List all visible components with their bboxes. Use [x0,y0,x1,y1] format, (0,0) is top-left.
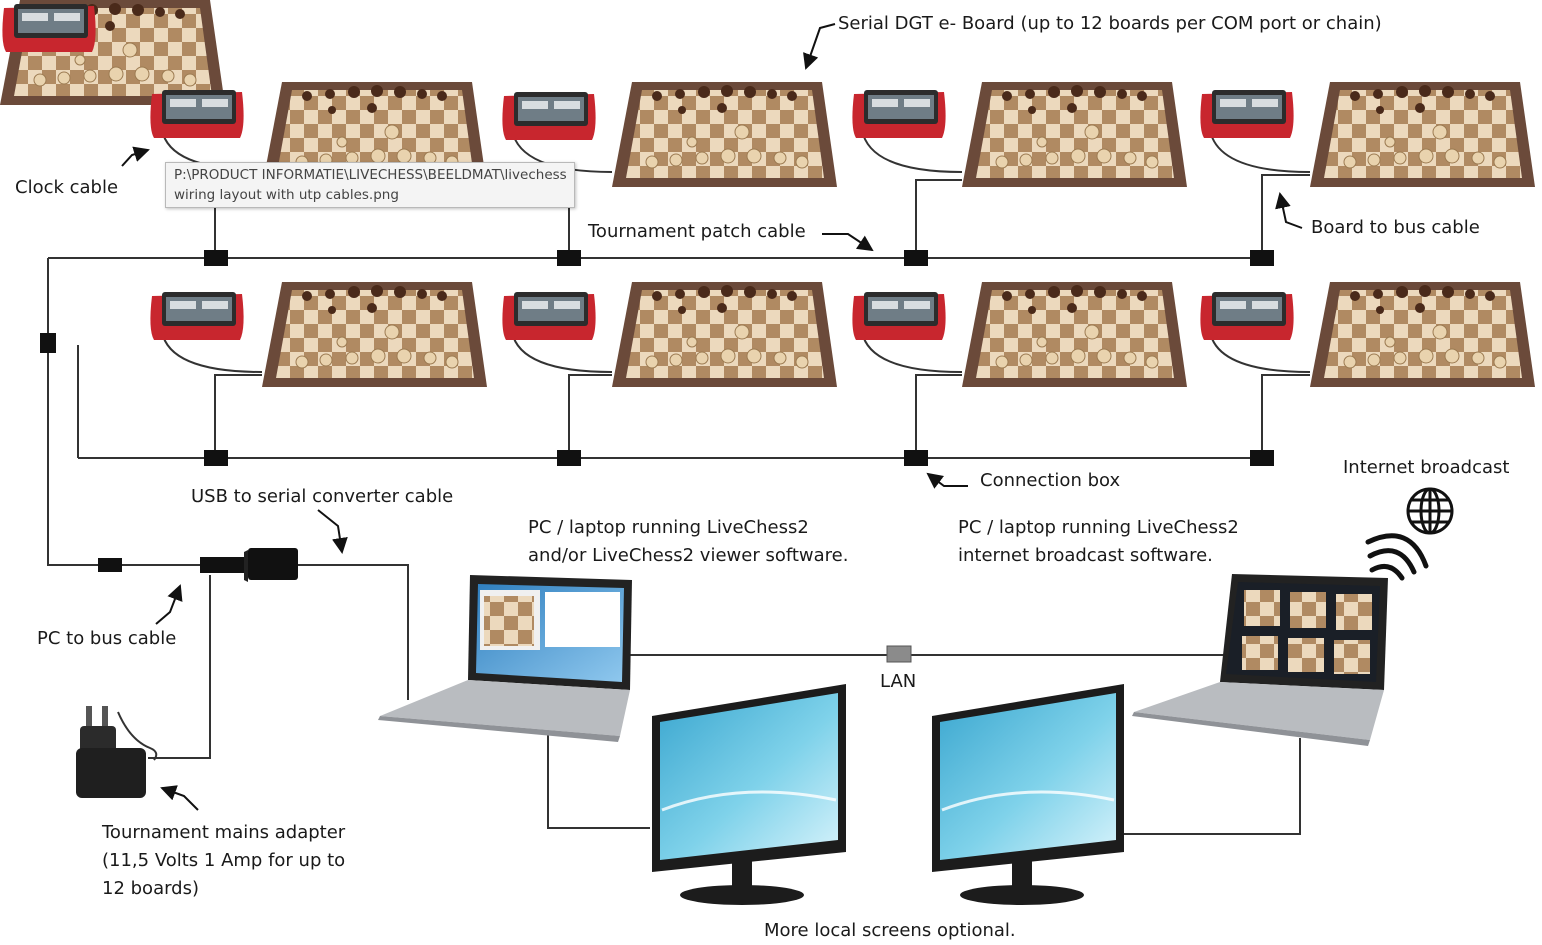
chess-clock-icon [2,4,96,52]
pc-to-bus-path [47,258,200,566]
label-usb-serial-cable: USB to serial converter cable [191,486,454,507]
file-path-tooltip: P:\PRODUCT INFORMATIE\LIVECHESS\BEELDMAT… [165,162,575,208]
label-adapter-line2: (11,5 Volts 1 Amp for up to [102,850,346,871]
adapter-cable [148,575,211,759]
globe-icon [1406,487,1454,535]
label-pc-broadcast-line2: internet broadcast software. [958,545,1213,566]
connection-box-icon [40,333,56,353]
annotation-arrows [121,23,1303,811]
connection-box-icon [204,250,228,266]
label-internet-broadcast: Internet broadcast [1343,457,1510,478]
laptop-icon [378,575,632,742]
label-pc-to-bus-cable: PC to bus cable [37,628,177,649]
monitor-icon [652,684,846,905]
label-lan: LAN [880,671,917,692]
lan-coupler-icon [886,645,912,663]
power-adapter-icon [76,706,158,798]
label-adapter-line3: 12 boards) [102,878,200,899]
connection-box-icon [1250,450,1274,466]
label-pc-viewer-line2: and/or LiveChess2 viewer software. [528,545,849,566]
connection-boxes [40,250,1274,572]
connection-box-icon [557,450,581,466]
label-adapter-line1: Tournament mains adapter [102,822,346,843]
lower-bus-cable [78,374,1310,459]
label-pc-broadcast-line1: PC / laptop running LiveChess2 [958,517,1239,538]
label-pc-viewer-line1: PC / laptop running LiveChess2 [528,517,809,538]
usb-serial-converter-icon [200,548,298,582]
connection-box-icon [557,250,581,266]
connection-box-icon [1250,250,1274,266]
label-board-to-bus-cable: Board to bus cable [1311,217,1480,238]
label-tournament-patch-cable: Tournament patch cable [588,221,806,242]
label-connection-box: Connection box [980,470,1121,491]
laptop-icon [1132,574,1388,746]
label-serial-board: Serial DGT e- Board (up to 12 boards per… [838,13,1382,34]
connection-box-icon [204,450,228,466]
connection-box-icon [904,250,928,266]
tooltip-line1: P:\PRODUCT INFORMATIE\LIVECHESS\BEELDMAT… [174,167,566,183]
upper-bus-cable [48,174,1310,259]
cable-network [47,129,1311,835]
connection-box-icon [904,450,928,466]
connection-box-icon [98,558,122,572]
monitor-icon [932,684,1124,905]
label-more-screens: More local screens optional. [764,920,1016,941]
usb-serial-path [298,564,409,700]
wifi-icon [1365,533,1429,581]
tooltip-line2: wiring layout with utp cables.png [174,187,399,203]
label-clock-cable: Clock cable [15,177,119,198]
